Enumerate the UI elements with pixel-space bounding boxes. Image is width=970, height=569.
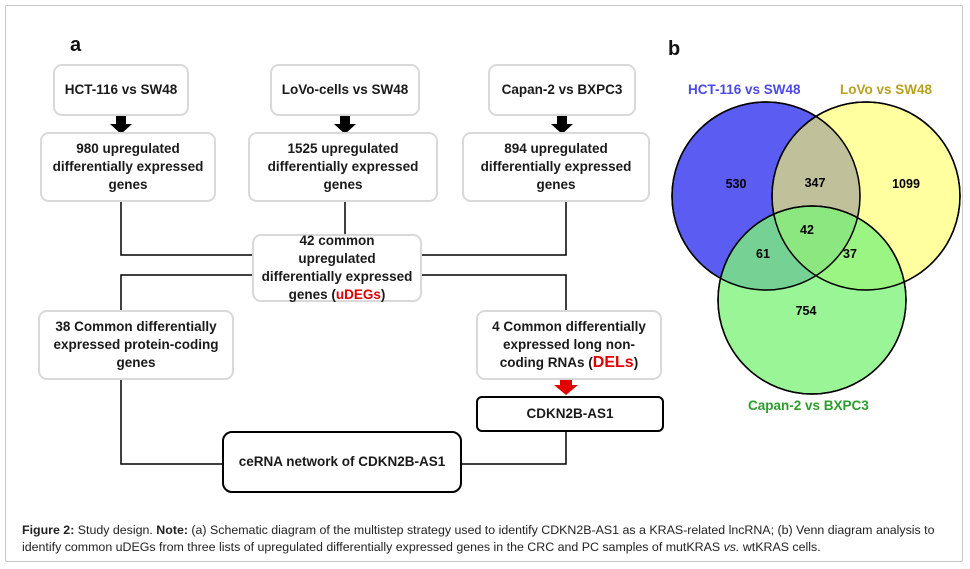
venn-label-lovo: LoVo vs SW48	[840, 82, 933, 97]
venn-label-capan2: Capan-2 vs BXPC3	[748, 398, 869, 413]
box-980-upregulated: 980 upregulated differentially expressed…	[40, 132, 216, 202]
box-cdkn2b-as1: CDKN2B-AS1	[476, 396, 664, 432]
caption-text-3: wtKRAS cells.	[739, 540, 821, 554]
box-lovo-vs-sw48: LoVo-cells vs SW48	[270, 64, 420, 116]
box-label: 894 upregulated differentially expressed…	[480, 141, 632, 192]
connector-to-lncrna	[420, 274, 567, 310]
box-hct116-vs-sw48: HCT-116 vs SW48	[53, 64, 189, 116]
venn-count-lovo-only: 1099	[892, 177, 920, 191]
box-1525-upregulated: 1525 upregulated differentially expresse…	[248, 132, 438, 202]
connector-cdkn-cerna	[462, 432, 567, 465]
box-label: HCT-116 vs SW48	[64, 82, 178, 97]
panel-b-label: b	[668, 38, 681, 60]
venn-count-hct-capan: 61	[756, 247, 770, 261]
connector-to-protein	[120, 274, 254, 310]
lncrna-close: )	[633, 355, 639, 370]
panel-a-label: a	[70, 34, 82, 56]
caption-text-2: (a) Schematic diagram of the multistep s…	[22, 523, 935, 554]
box-label: Capan-2 vs BXPC3	[501, 82, 623, 97]
venn-label-hct116: HCT-116 vs SW48	[688, 82, 801, 97]
caption-figure-number: Figure 2:	[22, 523, 75, 537]
arrow-down-icon	[110, 116, 132, 134]
venn-count-all: 42	[800, 223, 814, 237]
venn-count-lovo-capan: 37	[843, 247, 857, 261]
box-42-common-udegs: 42 common upregulated differentially exp…	[252, 232, 422, 304]
box-cerna-network: ceRNA network of CDKN2B-AS1	[222, 431, 462, 493]
common-close: )	[380, 287, 386, 302]
arrow-down-icon	[551, 116, 573, 134]
box-label: 4 Common differentially expressed long n…	[484, 318, 654, 372]
venn-count-hct-lovo: 347	[805, 176, 826, 190]
box-38-protein-coding: 38 Common differentially expressed prote…	[38, 310, 234, 380]
venn-count-hct-only: 530	[726, 177, 747, 191]
dels-highlight: DELs	[592, 354, 634, 371]
box-label: 1525 upregulated differentially expresse…	[267, 141, 419, 192]
box-label: 38 Common differentially expressed prote…	[53, 319, 219, 370]
connector-capan	[420, 201, 567, 256]
box-label: LoVo-cells vs SW48	[281, 82, 409, 97]
venn-count-capan-only: 754	[796, 304, 817, 318]
lncrna-text: 4 Common differentially expressed long n…	[492, 319, 646, 370]
red-arrow-down-icon	[554, 378, 578, 395]
box-4-lncrnas: 4 Common differentially expressed long n…	[476, 310, 662, 380]
arrow-down-icon	[334, 116, 356, 134]
box-label: 42 common upregulated differentially exp…	[260, 232, 414, 304]
box-capan2-vs-bxpc3: Capan-2 vs BXPC3	[488, 64, 636, 116]
caption-text-1: Study design.	[74, 523, 157, 537]
common-text: 42 common upregulated differentially exp…	[261, 233, 413, 302]
box-label: ceRNA network of CDKN2B-AS1	[238, 454, 446, 469]
caption-vs: vs.	[723, 540, 740, 554]
udegs-highlight: uDEGs	[335, 287, 381, 302]
figure-caption: Figure 2: Study design. Note: (a) Schema…	[22, 522, 952, 556]
connector-protein-cerna	[120, 380, 222, 465]
caption-note: Note:	[156, 523, 188, 537]
connector-hct	[120, 201, 254, 256]
box-label: CDKN2B-AS1	[526, 406, 614, 421]
box-894-upregulated: 894 upregulated differentially expressed…	[462, 132, 650, 202]
figure-frame	[5, 5, 963, 562]
box-label: 980 upregulated differentially expressed…	[52, 141, 204, 192]
